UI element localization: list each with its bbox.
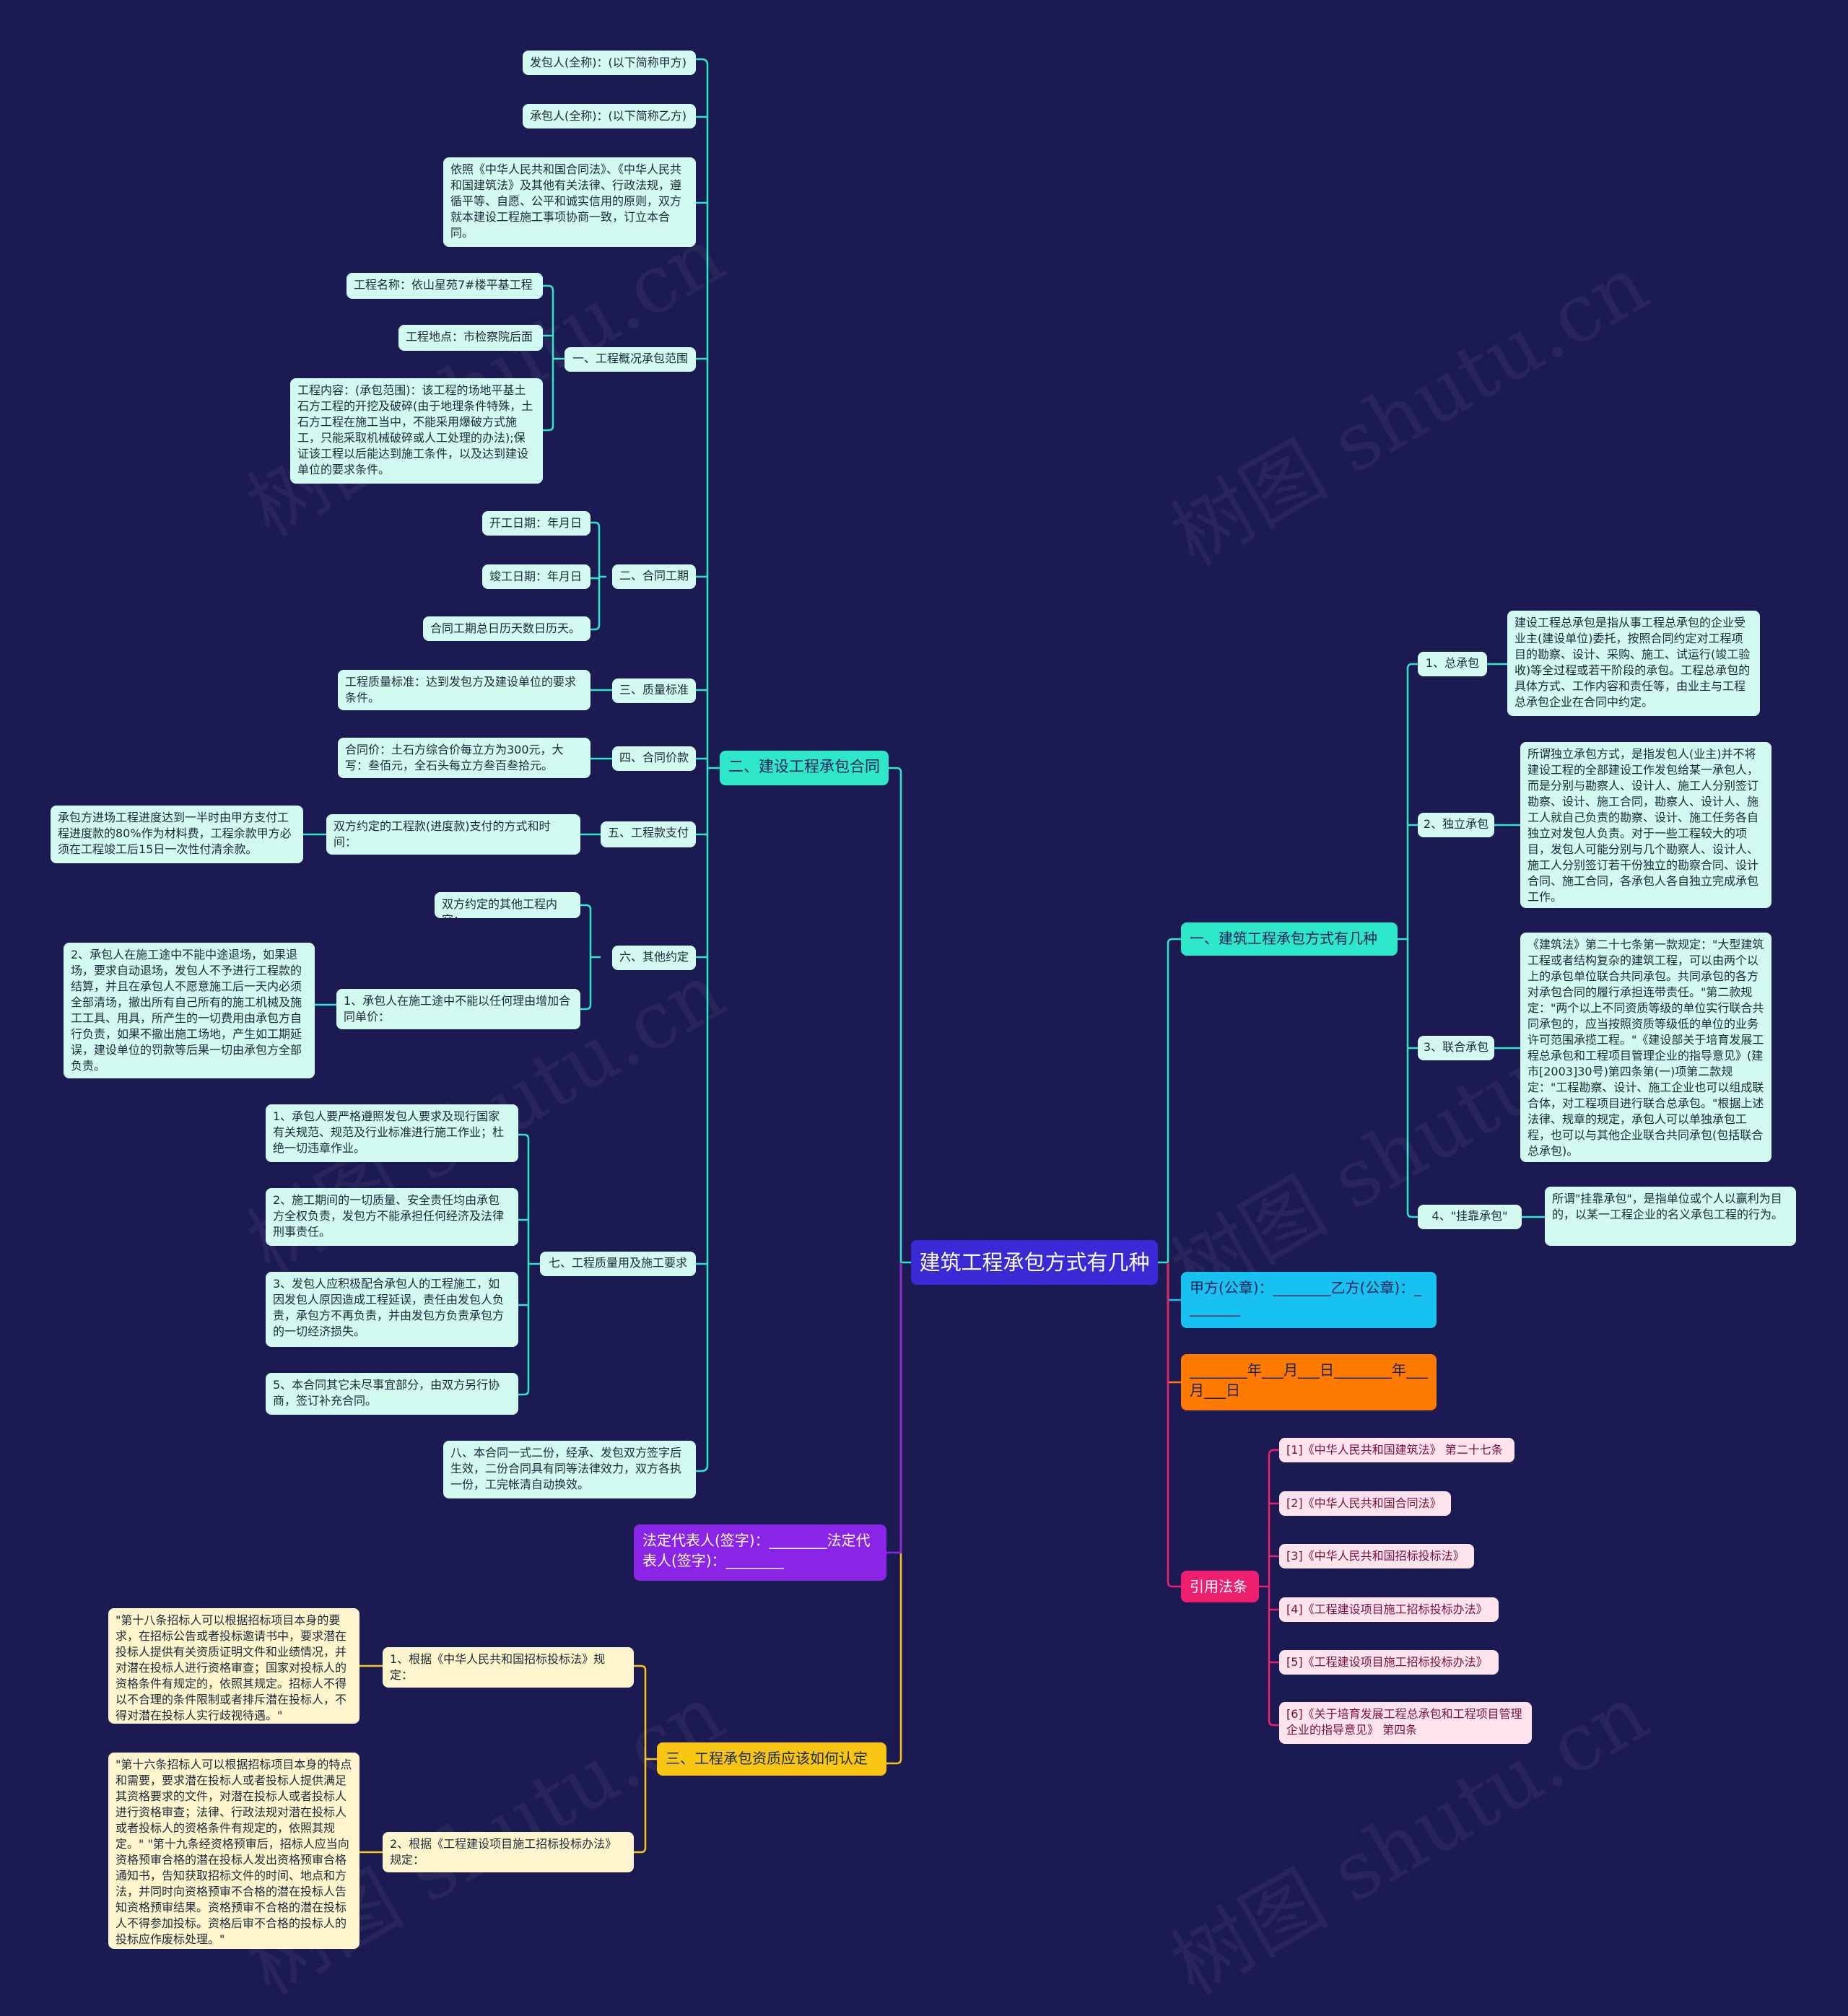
requirement-5[interactable]: 5、本合同其它未尽事宜部分，由双方另行协商，签订补充合同。 (266, 1373, 518, 1415)
root-topic[interactable]: 建筑工程承包方式有几种 (911, 1240, 1158, 1285)
contract-party-b[interactable]: 承包人(全称)：(以下简称乙方) (523, 104, 696, 128)
type-4[interactable]: 4、"挂靠承包" (1418, 1205, 1522, 1229)
type-3[interactable]: 3、联合承包 (1418, 1036, 1494, 1060)
scope-topic[interactable]: 一、工程概况承包范围 (565, 347, 696, 372)
other-a[interactable]: 双方约定的其他工程内容： (435, 892, 580, 918)
other-b[interactable]: 1、承包人在施工途中不能以任何理由增加合同单价： (336, 989, 580, 1029)
types-connectors (1398, 663, 1545, 1218)
stamp-topic[interactable]: 甲方(公章)：________乙方(公章)：________ (1181, 1272, 1437, 1328)
qualification-law-2-detail[interactable]: "第十六条招标人可以根据招标项目本身的特点和需要，要求潜在投标人或者投标人提供满… (108, 1753, 359, 1949)
qualification-law-2[interactable]: 2、根据《工程建设项目施工招标投标办法》规定： (383, 1832, 634, 1872)
ref-1[interactable]: [1]《中华人民共和国建筑法》 第二十七条 (1279, 1438, 1514, 1462)
scope-site[interactable]: 工程地点：市检察院后面 (398, 325, 543, 351)
price-text[interactable]: 合同价：土石方综合价每立方为300元，大写：叁佰元，全石头每立方叁百叁拾元。 (338, 738, 590, 778)
ref-6[interactable]: [6]《关于培育发展工程总承包和工程项目管理企业的指导意见》 第四条 (1279, 1702, 1532, 1744)
other-topic[interactable]: 六、其他约定 (612, 946, 696, 970)
scope-name[interactable]: 工程名称：依山星苑7#楼平基工程 (346, 273, 543, 299)
type-1-detail[interactable]: 建设工程总承包是指从事工程总承包的企业受业主(建设单位)委托，按照合同约定对工程… (1507, 611, 1760, 716)
refs-topic[interactable]: 引用法条 (1181, 1571, 1259, 1602)
qualification-topic[interactable]: 三、工程承包资质应该如何认定 (657, 1742, 886, 1776)
period-start[interactable]: 开工日期：年月日 (482, 511, 590, 536)
qualification-law-1[interactable]: 1、根据《中华人民共和国招标投标法》规定： (383, 1647, 634, 1688)
qualification-law-1-detail[interactable]: "第十八条招标人可以根据招标项目本身的要求，在招标公告或者投标邀请书中，要求潜在… (108, 1608, 359, 1724)
type-4-detail[interactable]: 所谓"挂靠承包"，是指单位或个人以赢利为目的，以某一工程企业的名义承包工程的行为… (1545, 1187, 1796, 1246)
contract-copies[interactable]: 八、本合同一式二份，经承、发包双方签字后生效，二份合同具有同等法律效力，双方各执… (443, 1441, 696, 1498)
type-2[interactable]: 2、独立承包 (1418, 813, 1494, 837)
type-1[interactable]: 1、总承包 (1418, 652, 1487, 676)
ref-3[interactable]: [3]《中华人民共和国招标投标法》 (1279, 1544, 1474, 1568)
requirement-1[interactable]: 1、承包人要严格遵照发包人要求及现行国家有关规范、规范及行业标准进行施工作业；杜… (266, 1104, 518, 1162)
ref-5[interactable]: [5]《工程建设项目施工招标投标办法》 (1279, 1650, 1499, 1675)
contract-basis[interactable]: 依照《中华人民共和国合同法》、《中华人民共和国建筑法》及其他有关法律、行政法规，… (443, 157, 696, 247)
ref-2[interactable]: [2]《中华人民共和国合同法》 (1279, 1491, 1451, 1516)
requirement-3[interactable]: 3、发包人应积极配合承包人的工程施工，如因发包人原因造成工程延误，责任由发包人负… (266, 1272, 518, 1347)
refs-connectors (1259, 1449, 1279, 1727)
types-topic[interactable]: 一、建筑工程承包方式有几种 (1181, 922, 1398, 956)
scope-content[interactable]: 工程内容：(承包范围)：该工程的场地平基土石方工程的开挖及破碎(由于地理条件特殊… (290, 378, 543, 484)
payment-text[interactable]: 双方约定的工程款(进度款)支付的方式和时间： (326, 814, 580, 855)
payment-detail[interactable]: 承包方进场工程进度达到一半时由甲方支付工程进度款的80%作为材料费，工程余款甲方… (51, 806, 303, 863)
signature-topic[interactable]: 法定代表人(签字)：________法定代表人(签字)：________ (634, 1524, 886, 1581)
period-total[interactable]: 合同工期总日历天数日历天。 (423, 616, 590, 641)
ref-4[interactable]: [4]《工程建设项目施工招标投标办法》 (1279, 1597, 1499, 1622)
date-topic[interactable]: ________年___月___日________年___月___日 (1181, 1354, 1437, 1410)
contract-topic[interactable]: 二、建设工程承包合同 (720, 751, 889, 785)
contract-party-a[interactable]: 发包人(全称)：(以下简称甲方) (523, 51, 696, 75)
price-topic[interactable]: 四、合同价款 (612, 746, 696, 771)
requirements-topic[interactable]: 七、工程质量用及施工要求 (540, 1252, 696, 1276)
type-3-detail[interactable]: 《建筑法》第二十七条第一款规定："大型建筑工程或者结构复杂的建筑工程，可以由两个… (1520, 933, 1771, 1162)
type-2-detail[interactable]: 所谓独立承包方式，是指发包人(业主)并不将建设工程的全部建设工作发包给某一承包人… (1520, 742, 1771, 908)
root-connectors (886, 767, 1181, 1765)
period-end[interactable]: 竣工日期：年月日 (482, 564, 590, 589)
contract-connectors (303, 58, 720, 1472)
other-b-detail[interactable]: 2、承包人在施工途中不能中途退场，如果退场，要求自动退场，发包人不予进行工程款的… (64, 943, 315, 1078)
quality-topic[interactable]: 三、质量标准 (612, 678, 696, 703)
period-topic[interactable]: 二、合同工期 (612, 564, 696, 589)
payment-topic[interactable]: 五、工程款支付 (601, 821, 696, 847)
qualification-connectors (359, 1664, 657, 1854)
requirement-2[interactable]: 2、施工期间的一切质量、安全责任均由承包方全权负责，发包方不能承担任何经济及法律… (266, 1188, 518, 1246)
quality-text[interactable]: 工程质量标准：达到发包方及建设单位的要求条件。 (338, 670, 590, 710)
